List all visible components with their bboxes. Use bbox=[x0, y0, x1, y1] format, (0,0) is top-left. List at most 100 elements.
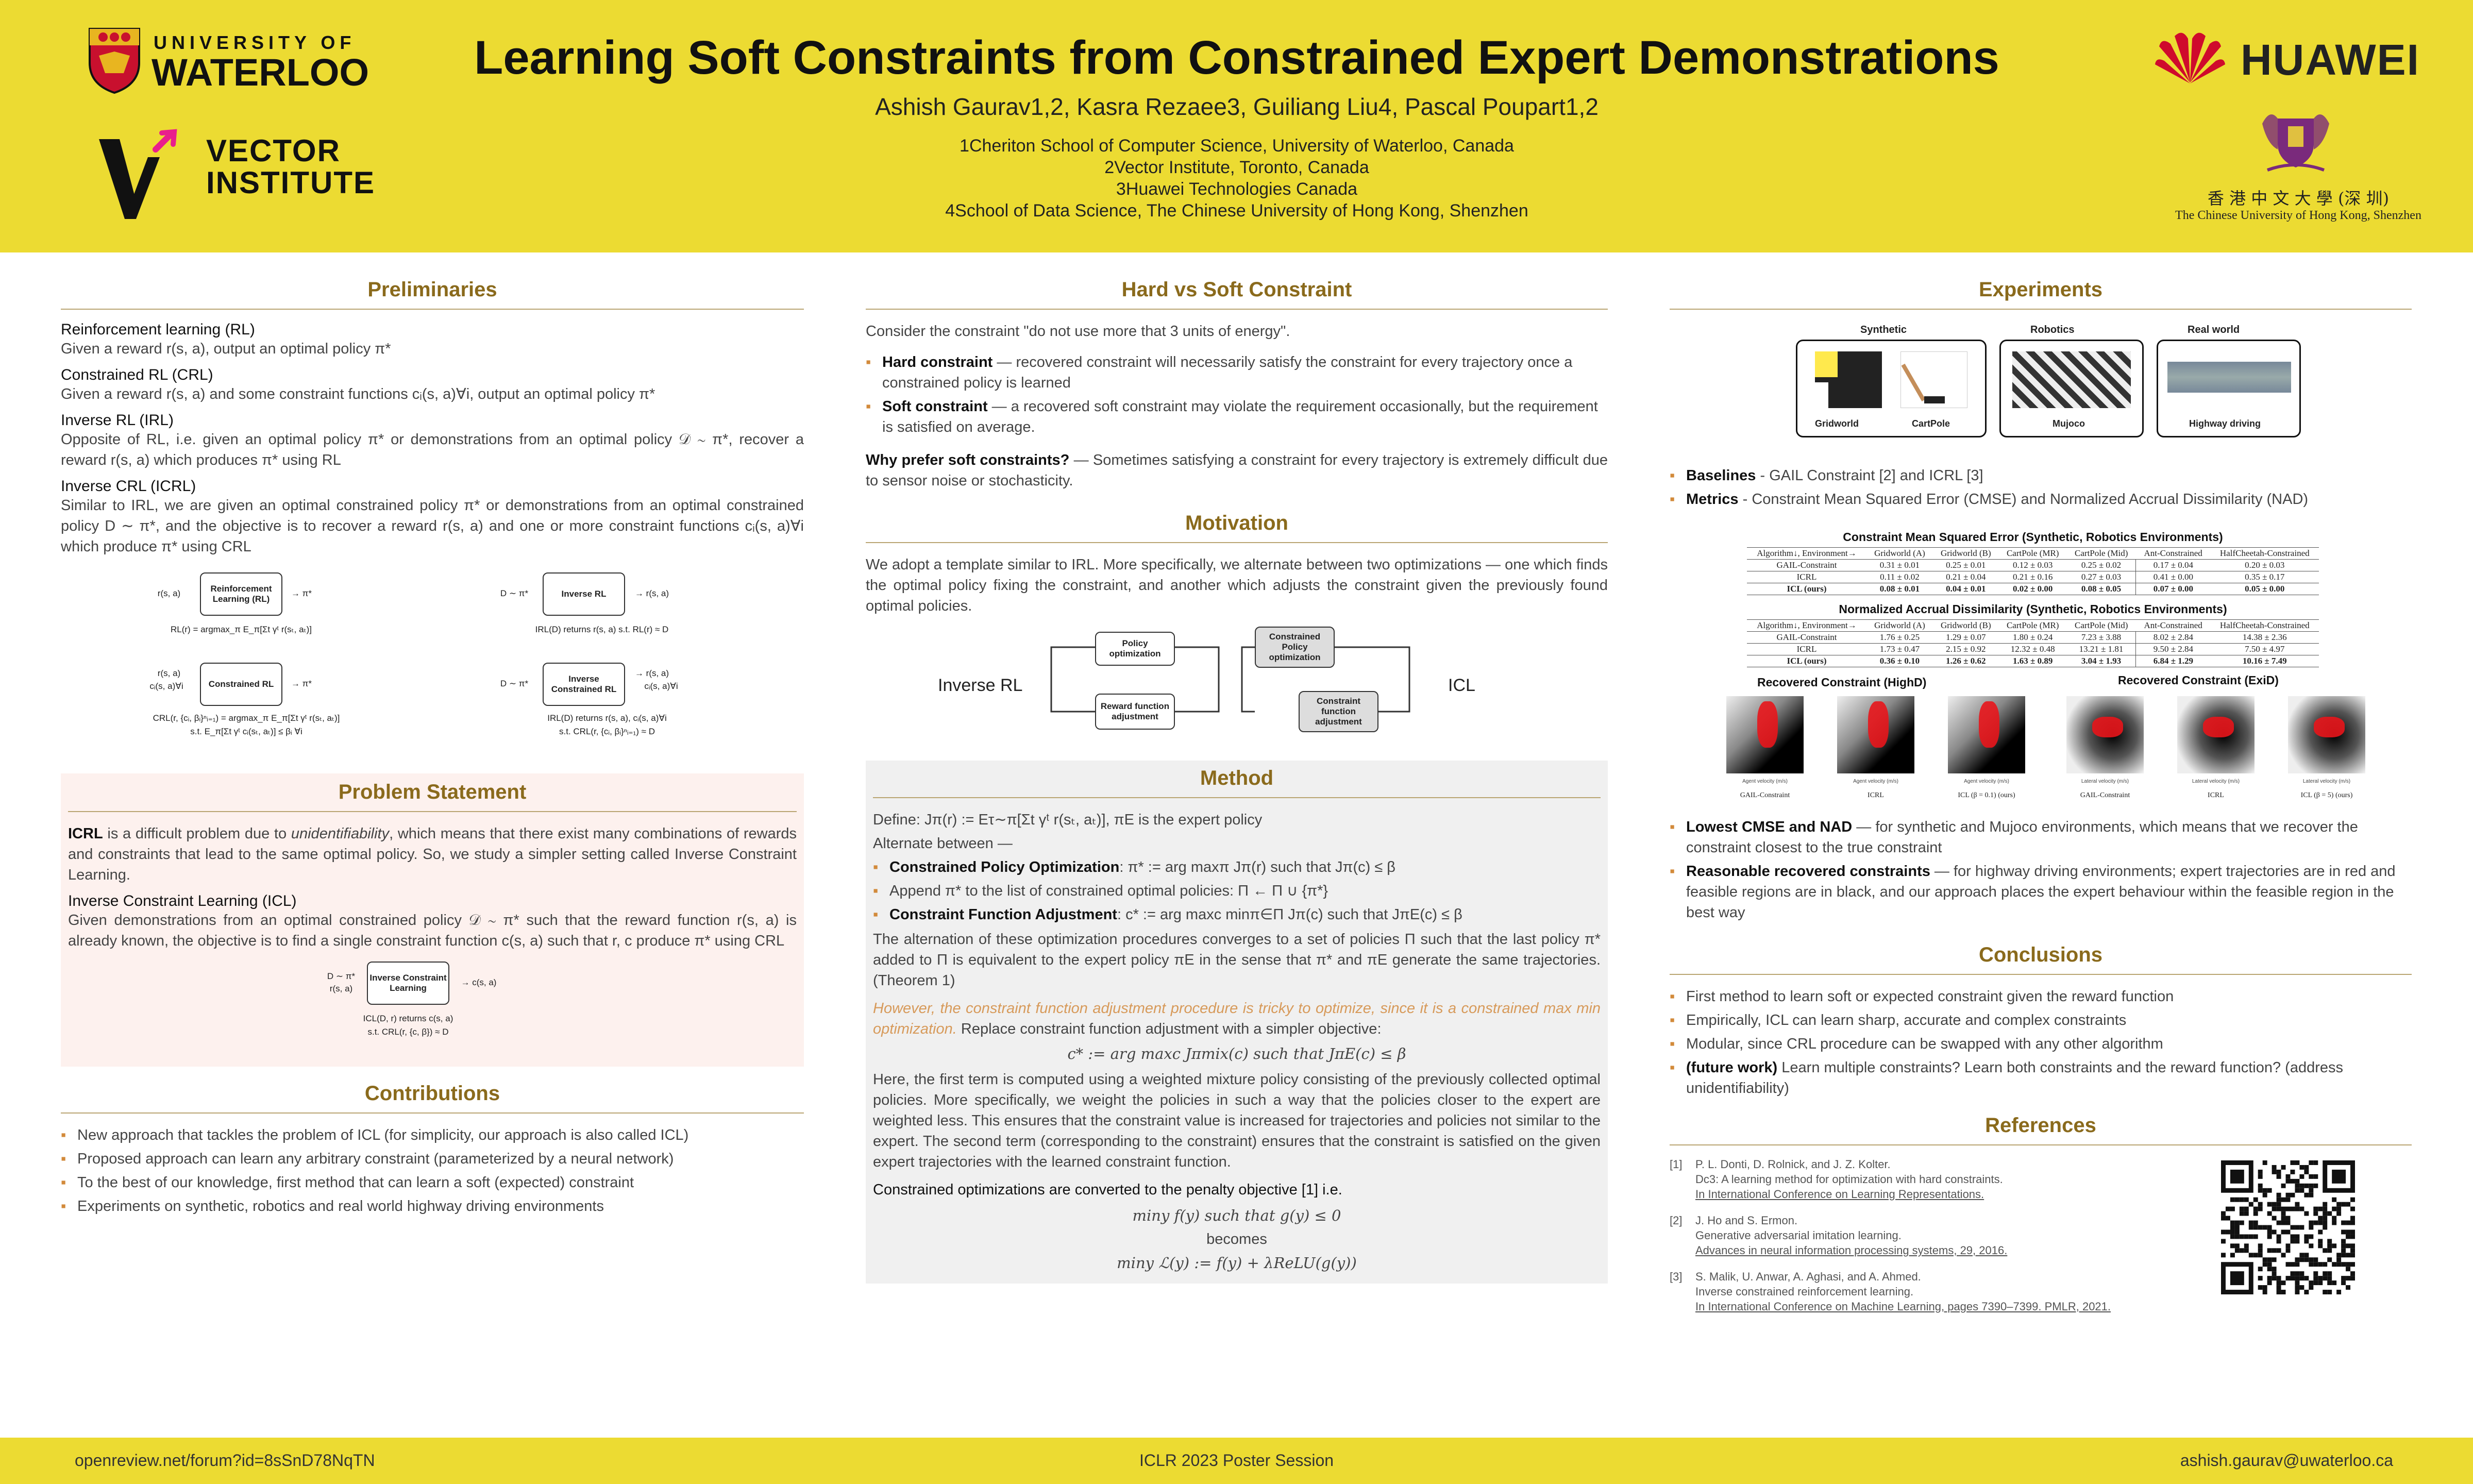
method-bullet-lead: Constrained Policy Optimization bbox=[889, 859, 1120, 875]
method-replace: However, the constraint function adjustm… bbox=[873, 998, 1601, 1039]
table-cell: 0.02 ± 0.00 bbox=[1998, 583, 2067, 595]
plot-caption: ICRL bbox=[2208, 791, 2224, 799]
reference-line[interactable]: In International Conference on Learning … bbox=[1695, 1188, 1984, 1201]
table-cell: 7.50 ± 4.97 bbox=[2210, 643, 2319, 655]
table-cell: 8.02 ± 2.84 bbox=[2135, 631, 2211, 644]
table-cell: 13.21 ± 1.81 bbox=[2066, 643, 2136, 655]
reference-line[interactable]: Advances in neural information processin… bbox=[1695, 1244, 2008, 1257]
icrl-box: Inverse Constrained RL bbox=[543, 663, 625, 706]
table-cell: 0.25 ± 0.01 bbox=[1932, 559, 1999, 571]
cuhk-en: The Chinese University of Hong Kong, She… bbox=[2175, 209, 2421, 222]
cuhk-crest-icon bbox=[2262, 114, 2329, 172]
expert-trajectory-region bbox=[1757, 701, 1778, 748]
motivation-diagram: Inverse RL Policy optimization Reward fu… bbox=[866, 627, 1608, 745]
result-reasonable-item: Reasonable recovered constraints — for h… bbox=[1670, 861, 2412, 923]
table-cell: 0.17 ± 0.04 bbox=[2135, 559, 2211, 571]
reference-item: [3]S. Malik, U. Anwar, A. Aghasi, and A.… bbox=[1670, 1269, 2185, 1314]
problem-italic: unidentifiability bbox=[291, 825, 390, 842]
irl-box: Inverse RL bbox=[543, 572, 625, 616]
table-header-cell: HalfCheetah-Constrained bbox=[2210, 619, 2319, 632]
contributions-title: Contributions bbox=[61, 1082, 804, 1114]
icrl-output-reward: → r(s, a) bbox=[634, 668, 669, 678]
crl-output: → π* bbox=[291, 679, 312, 688]
table-cell: 0.35 ± 0.17 bbox=[2210, 571, 2319, 583]
method-eq3: miny ℒ(y) := f(y) + λReLU(g(y)) bbox=[1117, 1254, 1357, 1272]
prelim-heading: Constrained RL (CRL) bbox=[61, 366, 213, 383]
reference-line: Dc3: A learning method for optimization … bbox=[1695, 1173, 2003, 1186]
table-cell: 0.07 ± 0.00 bbox=[2135, 583, 2211, 595]
column-right: Experiments Synthetic Gridworld CartPole… bbox=[1670, 278, 2412, 1329]
cmse-table-title: Constraint Mean Squared Error (Synthetic… bbox=[1843, 530, 2223, 544]
icl-box: Inverse Constraint Learning bbox=[367, 962, 449, 1005]
gridworld-image bbox=[1815, 351, 1882, 408]
environment-panels: Synthetic Gridworld CartPole Robotics Mu… bbox=[1670, 321, 2412, 440]
expert-trajectory-region bbox=[1979, 701, 1999, 748]
table-cell: GAIL-Constraint bbox=[1747, 559, 1866, 571]
plot-caption: GAIL-Constraint bbox=[1740, 791, 1790, 799]
conclusion-item: First method to learn soft or expected c… bbox=[1670, 986, 2412, 1007]
env-real-title: Real world bbox=[2188, 324, 2240, 335]
footer-openreview-link[interactable]: openreview.net/forum?id=8sSnD78NqTN bbox=[75, 1451, 375, 1470]
table-cell: 7.23 ± 3.88 bbox=[2066, 631, 2136, 644]
table-cell: 0.21 ± 0.16 bbox=[1998, 571, 2067, 583]
icrl-equation-2: s.t. CRL(r, {cᵢ, βᵢ}ⁿᵢ₌₁) ≈ D bbox=[559, 727, 655, 736]
constraint-plot bbox=[2177, 696, 2255, 773]
motivation-body: We adopt a template similar to IRL. More… bbox=[866, 556, 1608, 614]
contribution-item: New approach that tackles the problem of… bbox=[61, 1125, 804, 1145]
reference-line: S. Malik, U. Anwar, A. Aghasi, and A. Ah… bbox=[1695, 1270, 1921, 1283]
icl-diagram: D ∼ π* r(s, a) Inverse Constraint Learni… bbox=[68, 962, 797, 1054]
problem-text-a: is a difficult problem due to bbox=[103, 825, 291, 842]
crl-box: Constrained RL bbox=[200, 663, 282, 706]
method-first-term: Here, the first term is computed using a… bbox=[873, 1071, 1601, 1170]
footer-session: ICLR 2023 Poster Session bbox=[1139, 1451, 1334, 1470]
hard-constraint-item: Hard constraint — recovered constraint w… bbox=[866, 352, 1608, 393]
table-cell: 1.73 ± 0.47 bbox=[1866, 643, 1933, 655]
result1-body: — for synthetic and Mujoco environments,… bbox=[1686, 819, 2358, 856]
expert-trajectory-region bbox=[2314, 717, 2345, 737]
table-header-cell: Ant-Constrained bbox=[2135, 547, 2211, 560]
plot-x-axis-label: Lateral velocity (m/s) bbox=[2081, 779, 2129, 784]
reference-line[interactable]: In International Conference on Machine L… bbox=[1695, 1300, 2111, 1313]
motivation-title: Motivation bbox=[866, 512, 1608, 543]
table-header-cell: Algorithm↓, Environment→ bbox=[1747, 619, 1866, 632]
prelim-body: Given a reward r(s, a) and some constrai… bbox=[61, 386, 655, 402]
table-cell: 3.04 ± 1.93 bbox=[2066, 655, 2136, 667]
huawei-logo: HUAWEI bbox=[2154, 26, 2443, 93]
icrl-equation-1: IRL(D) returns r(s, a), cᵢ(s, a)∀i bbox=[547, 713, 667, 723]
table-header-cell: CartPole (MR) bbox=[1998, 547, 2067, 560]
cuhk-cn: 香 港 中 文 大 學 (深 圳) bbox=[2207, 189, 2390, 208]
future-body: Learn multiple constraints? Learn both c… bbox=[1686, 1059, 2344, 1097]
prelim-body: Similar to IRL, we are given an optimal … bbox=[61, 497, 804, 555]
crl-input-reward: r(s, a) bbox=[157, 668, 181, 678]
mujoco-image bbox=[2012, 351, 2131, 408]
footer-email[interactable]: ashish.gaurav@uwaterloo.ca bbox=[2180, 1451, 2393, 1470]
expert-trajectory-region bbox=[1868, 701, 1889, 748]
contribution-item: Experiments on synthetic, robotics and r… bbox=[61, 1196, 804, 1217]
waterloo-line1: UNIVERSITY OF bbox=[154, 32, 356, 53]
reference-item: [1]P. L. Donti, D. Rolnick, and J. Z. Ko… bbox=[1670, 1157, 2185, 1202]
table-header-cell: CartPole (MR) bbox=[1998, 619, 2067, 632]
hard-lead: Hard constraint bbox=[882, 354, 993, 370]
plot-x-axis-label: Lateral velocity (m/s) bbox=[2302, 779, 2351, 784]
method-replace-text: Replace constraint function adjustment w… bbox=[956, 1021, 1382, 1037]
authors-text: Ashish Gaurav1,2, Kasra Rezaee3, Guilian… bbox=[875, 93, 1599, 120]
rl-box: Reinforcement Learning (RL) bbox=[200, 572, 282, 616]
table-cell: 1.80 ± 0.24 bbox=[1998, 631, 2067, 644]
method-bullet-lead: Constraint Function Adjustment bbox=[889, 906, 1117, 923]
contributions-section: Contributions New approach that tackles … bbox=[61, 1082, 804, 1217]
experiments-title: Experiments bbox=[1670, 278, 2412, 310]
method-converge: The alternation of these optimization pr… bbox=[873, 931, 1601, 989]
baselines-lead: Baselines bbox=[1686, 467, 1756, 484]
metrics-body: - Constraint Mean Squared Error (CMSE) a… bbox=[1738, 491, 2309, 508]
env-synthetic-panel: Gridworld CartPole bbox=[1796, 340, 1987, 437]
expert-trajectory-region bbox=[2092, 717, 2123, 737]
icl-equation-1: ICL(D, r) returns c(s, a) bbox=[363, 1014, 453, 1023]
table-cell: 0.21 ± 0.04 bbox=[1932, 571, 1999, 583]
table-cell: 1.63 ± 0.89 bbox=[1998, 655, 2067, 667]
table-cell: 10.16 ± 7.49 bbox=[2210, 655, 2319, 667]
prelim-body: Opposite of RL, i.e. given an optimal po… bbox=[61, 431, 804, 468]
plot-x-axis-label: Agent velocity (m/s) bbox=[1742, 779, 1788, 784]
vector-logo: VECTOR INSTITUTE bbox=[94, 129, 374, 227]
table-cell: 0.31 ± 0.01 bbox=[1866, 559, 1933, 571]
